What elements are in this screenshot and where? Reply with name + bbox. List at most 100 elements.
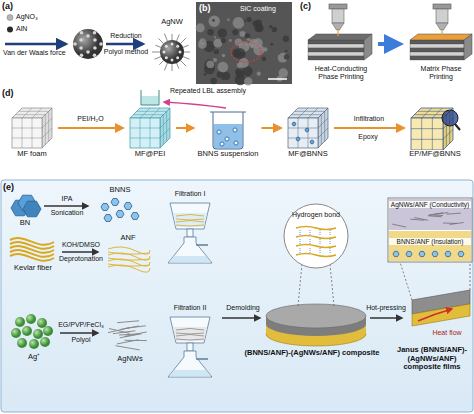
annotation-label: Filtration II <box>174 304 207 312</box>
annotation-label: Polyol <box>71 336 90 344</box>
illustration-part <box>196 244 208 246</box>
illustration-part <box>296 227 336 230</box>
annotation-label: Van der Waals force <box>3 49 66 57</box>
illustration-part <box>308 44 364 48</box>
illustration-part <box>270 43 273 46</box>
illustration-part <box>80 53 84 57</box>
stage-illustration <box>285 106 331 150</box>
illustration-part <box>177 34 180 40</box>
annotation-label: AgNW <box>161 18 183 27</box>
illustration-part <box>227 18 230 21</box>
illustration-part <box>330 230 331 235</box>
node-illustration-part <box>288 118 318 148</box>
node-illustration-part <box>160 108 170 148</box>
illustration-part <box>176 339 204 340</box>
illustration-part <box>470 262 471 290</box>
illustration-part <box>231 42 261 62</box>
process-stage: MF@BNNS <box>283 106 333 159</box>
annotation-label: EG/PVP/FeCl₃ <box>58 321 104 329</box>
illustration-part <box>154 57 160 60</box>
illustration-part <box>116 211 124 218</box>
annotation-label: AgNWs <box>117 355 142 364</box>
arrow-label: Infiltration <box>353 115 385 123</box>
illustration-part <box>108 265 150 272</box>
illustration-part <box>199 38 206 45</box>
annotation-label: Kevlar fiber <box>14 264 52 273</box>
node-illustration-part <box>12 118 42 148</box>
annotation-label: AlN <box>16 25 27 33</box>
illustration-part <box>308 56 364 60</box>
annotation-label: Heat flow <box>432 329 461 337</box>
illustration-part <box>79 38 83 42</box>
node-illustration-part <box>421 118 422 150</box>
node-illustration-part <box>422 108 432 118</box>
annotation-label: SiC coating <box>240 5 276 13</box>
illustration-part <box>180 60 186 66</box>
annotation-label: Hot-pressing <box>366 304 406 312</box>
illustration-part <box>80 31 84 35</box>
illustration-part <box>176 335 204 337</box>
illustration-part <box>410 48 464 52</box>
illustration-part <box>116 346 140 350</box>
stage-illustration <box>408 106 462 150</box>
illustration-part <box>388 198 472 262</box>
illustration-part <box>7 27 13 33</box>
illustration-part <box>392 224 406 227</box>
illustration-part <box>212 19 215 22</box>
illustration-part <box>332 9 344 23</box>
illustration-part <box>272 27 277 32</box>
illustration-part <box>436 23 448 30</box>
illustration-part <box>176 225 204 226</box>
illustration-part <box>443 223 457 224</box>
illustration-part <box>308 40 364 44</box>
illustration-part <box>170 317 210 343</box>
illustration-part <box>284 54 289 59</box>
annotation-label: BNNS/ANF (Insulation) <box>389 238 471 245</box>
illustration-part <box>171 43 174 46</box>
illustration-part <box>445 251 451 256</box>
illustration-part <box>177 63 179 69</box>
node-illustration-part <box>411 128 443 129</box>
illustration-part <box>44 205 88 207</box>
illustration-part <box>207 29 214 36</box>
annotation-label: IPA <box>62 195 73 203</box>
illustration-part <box>414 218 428 221</box>
process-stage: MF foam <box>7 106 57 159</box>
illustration-part <box>330 264 334 306</box>
stage-label: MF@PEI <box>125 150 175 159</box>
annotation-label: AgNO₃ <box>16 13 38 21</box>
node-illustration-part <box>288 138 318 139</box>
illustration-part <box>204 73 207 76</box>
annotation-label: Deprotonation <box>59 255 103 263</box>
node-illustration-part <box>308 108 318 118</box>
node-illustration-part <box>160 118 170 128</box>
node-illustration-part <box>288 128 318 129</box>
illustration-part <box>222 317 260 319</box>
node-illustration-part <box>42 108 52 148</box>
illustration-part <box>86 50 90 54</box>
illustration-part <box>310 230 311 235</box>
illustration-part <box>1 180 473 412</box>
node-illustration-part <box>130 138 160 139</box>
illustration-part <box>131 213 139 220</box>
illustration-part <box>300 230 301 235</box>
illustration-part <box>23 201 41 217</box>
illustration-part <box>370 317 402 319</box>
illustration-part <box>204 59 215 70</box>
illustration-part <box>168 237 212 263</box>
illustration-part <box>389 231 471 261</box>
illustration-part <box>159 60 163 64</box>
illustration-part <box>180 38 186 44</box>
illustration-part <box>183 45 189 47</box>
node-illustration-part <box>234 141 238 145</box>
illustration-part <box>447 213 461 214</box>
node-illustration-part <box>455 124 460 130</box>
node-illustration-part <box>140 118 141 148</box>
illustration-part <box>329 4 347 9</box>
illustration-part <box>79 46 83 50</box>
node-illustration-part <box>15 114 45 115</box>
illustration-part <box>168 351 212 377</box>
illustration-part <box>418 309 452 321</box>
illustration-part <box>320 248 321 253</box>
illustration-part <box>106 43 143 46</box>
